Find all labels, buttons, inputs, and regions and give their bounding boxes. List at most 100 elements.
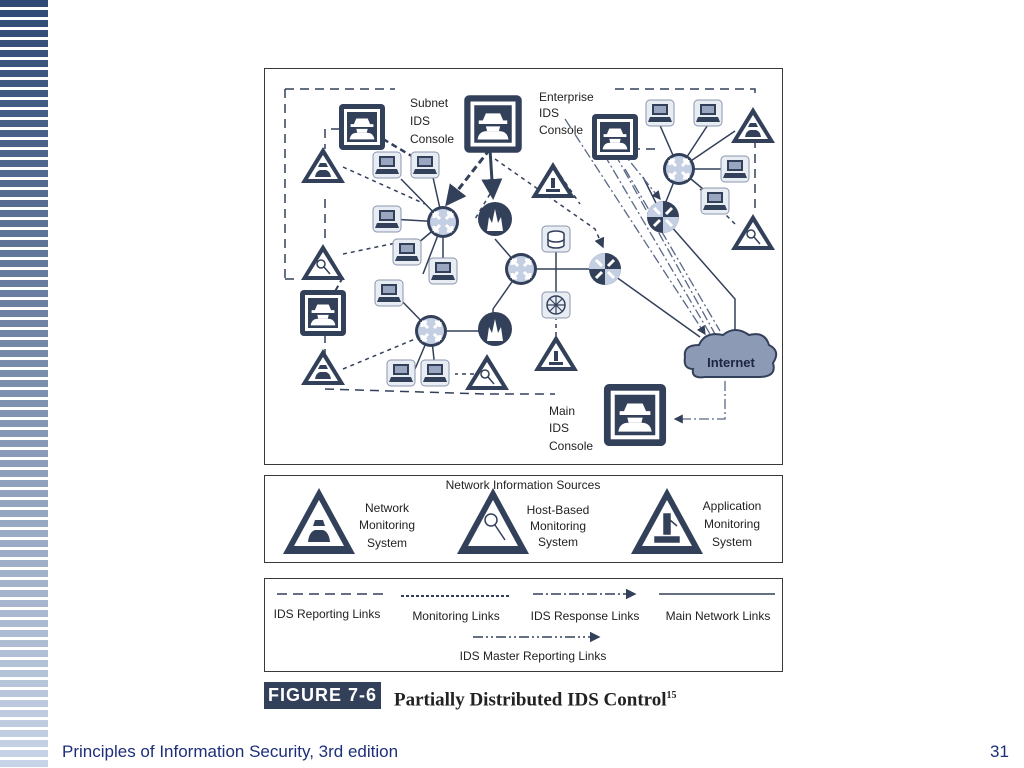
figure-badge: FIGURE 7-6 [264,682,381,709]
stripe-band [0,220,48,227]
stripe-band [0,120,48,127]
stripe-band [0,460,48,467]
legend-network-line-3: System [367,536,407,550]
legend-app-line-2: Monitoring [704,517,760,531]
stripe-band [0,170,48,177]
stripe-band [0,650,48,657]
decorative-stripe [0,0,48,768]
stripe-band [0,660,48,667]
stripe-band [0,560,48,567]
stripe-band [0,180,48,187]
stripe-band [0,130,48,137]
main-console-label-2: IDS [549,421,569,435]
stripe-band [0,270,48,277]
page-number: 31 [990,742,1009,761]
stripe-band [0,580,48,587]
stripe-band [0,320,48,327]
stripe-band [0,520,48,527]
stripe-band [0,160,48,167]
legend-network-line-2: Monitoring [359,518,415,532]
main-console-label-1: Main [549,404,575,418]
enterprise-console-label-1: Enterprise [539,90,594,104]
stripe-band [0,600,48,607]
figure-title: Partially Distributed IDS Control15 [394,682,677,711]
stripe-band [0,150,48,157]
legend-sources-title: Network Information Sources [446,478,601,492]
legend-app-line-1: Application [703,499,762,513]
stripe-band [0,240,48,247]
legend-host-line-1: Host-Based [527,503,590,517]
subnet-console-label-1: Subnet [410,96,449,110]
stripe-band [0,70,48,77]
stripe-band [0,440,48,447]
stripe-band [0,0,48,7]
legend-link-monitoring: Monitoring Links [412,609,499,623]
stripe-band [0,410,48,417]
stripe-band [0,720,48,727]
stripe-band [0,60,48,67]
stripe-band [0,740,48,747]
stripe-band [0,350,48,357]
stripe-band [0,340,48,347]
stripe-band [0,110,48,117]
legend-app-line-3: System [712,535,752,549]
stripe-band [0,480,48,487]
stripe-band [0,550,48,557]
figure-title-text: Partially Distributed IDS Control [394,689,667,711]
stripe-band [0,450,48,457]
stripe-band [0,710,48,717]
ids-diagram: Subnet IDS Console Enterprise IDS Consol… [264,68,783,465]
subnet-console-label-3: Console [410,132,454,146]
stripe-band [0,370,48,377]
stripe-band [0,280,48,287]
stripe-band [0,290,48,297]
main-console-label-3: Console [549,439,593,453]
slide-footer: Principles of Information Security, 3rd … [62,742,399,761]
stripe-band [0,690,48,697]
stripe-band [0,20,48,27]
legend-link-ids-reporting: IDS Reporting Links [274,607,381,621]
stripe-band [0,500,48,507]
legend-links: IDS Reporting Links Monitoring Links IDS… [264,578,783,672]
stripe-band [0,300,48,307]
stripe-band [0,620,48,627]
legend-host-line-2: Monitoring [530,519,586,533]
figure-title-superscript: 15 [666,690,677,701]
subnet-console-label-2: IDS [410,114,430,128]
stripe-band [0,80,48,87]
enterprise-console-label-3: Console [539,123,583,137]
stripe-band [0,700,48,707]
stripe-band [0,680,48,687]
enterprise-console-label-2: IDS [539,106,559,120]
stripe-band [0,330,48,337]
stripe-band [0,100,48,107]
stripe-band [0,260,48,267]
stripe-band [0,10,48,17]
stripe-band [0,50,48,57]
legend-link-ids-response: IDS Response Links [531,609,640,623]
network-monitoring-icon [283,488,355,554]
stripe-band [0,40,48,47]
stripe-band [0,750,48,757]
stripe-band [0,640,48,647]
stripe-band [0,760,48,767]
stripe-band [0,390,48,397]
stripe-band [0,140,48,147]
stripe-band [0,730,48,737]
stripe-band [0,420,48,427]
stripe-band [0,400,48,407]
stripe-band [0,530,48,537]
legend-link-main-network: Main Network Links [666,609,771,623]
stripe-band [0,380,48,387]
application-monitoring-icon [631,488,703,554]
stripe-band [0,90,48,97]
stripe-band [0,630,48,637]
internet-label: Internet [707,355,755,370]
stripe-band [0,430,48,437]
internet-cloud: Internet [683,329,778,379]
stripe-band [0,590,48,597]
legend-link-ids-master-reporting: IDS Master Reporting Links [460,649,607,663]
stripe-band [0,360,48,367]
stripe-band [0,30,48,37]
stripe-band [0,200,48,207]
